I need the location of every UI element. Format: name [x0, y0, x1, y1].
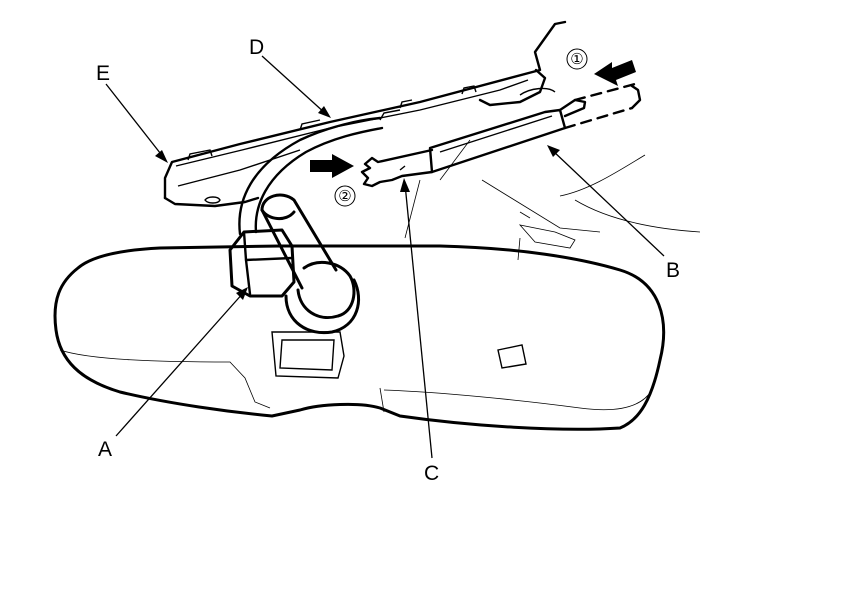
leader-arrowhead-d	[318, 106, 331, 118]
wire-harness	[238, 116, 384, 236]
mirror-cover	[360, 82, 642, 188]
leader-line-b	[551, 149, 665, 257]
arrow-left-icon	[594, 60, 636, 86]
step-1-marker: ①	[566, 48, 588, 70]
leader-arrowhead-e	[155, 150, 168, 163]
mirror-stalk	[260, 193, 361, 335]
mirror-base-bracket	[163, 20, 567, 208]
step-2-number: ②	[338, 187, 351, 205]
leader-line-c	[404, 183, 433, 459]
leader-line-d	[261, 55, 327, 115]
leader-arrowhead-b	[547, 145, 560, 157]
callout-label-c: C	[424, 462, 439, 485]
step-2-marker: ②	[334, 185, 356, 207]
leader-line-a	[115, 291, 245, 437]
connector-a	[228, 228, 296, 298]
callout-label-b: B	[666, 259, 680, 282]
leader-arrowhead-a	[236, 287, 248, 300]
callout-label-e: E	[96, 62, 110, 85]
callout-label-a: A	[98, 438, 112, 461]
windshield-lines	[404, 139, 701, 261]
leader-lines	[105, 55, 665, 459]
step-1-number: ①	[570, 50, 583, 68]
arrow-right-icon	[310, 154, 354, 178]
leader-line-e	[105, 83, 165, 159]
callout-label-d: D	[249, 36, 264, 59]
leader-arrowhead-c	[400, 178, 410, 192]
